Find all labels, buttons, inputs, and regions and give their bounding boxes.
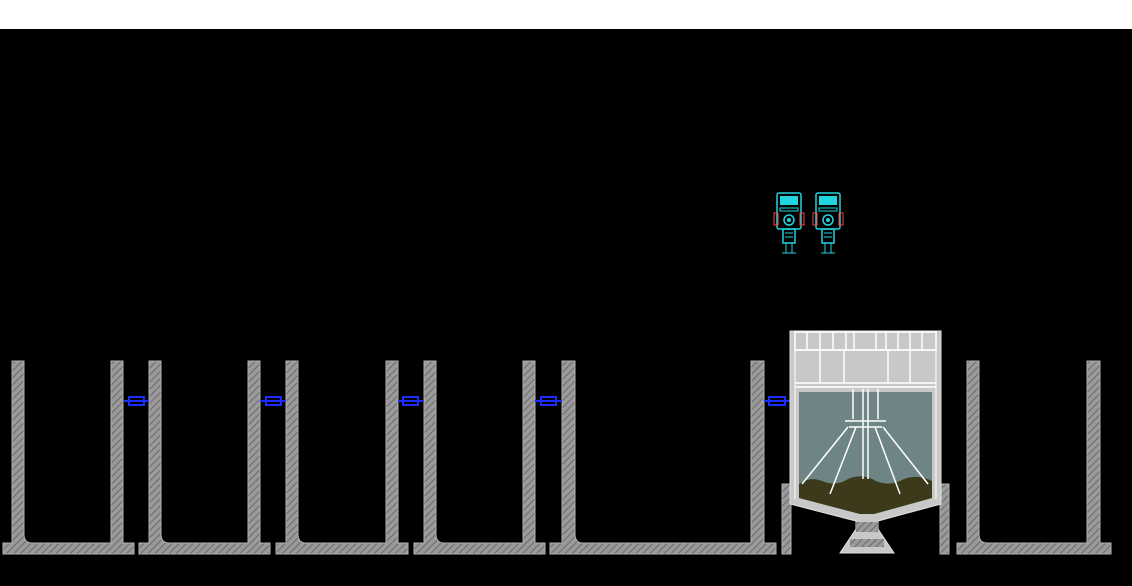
pipe-connector-5 — [764, 396, 792, 406]
pipe-connector-3 — [398, 396, 424, 406]
pipe-connector-2 — [260, 396, 286, 406]
instrument-2 — [812, 192, 844, 254]
tank-5-wall — [549, 360, 777, 555]
sludge-layer — [799, 476, 932, 514]
tank-1-wall — [2, 360, 135, 555]
pipe-connector-4 — [535, 396, 562, 406]
tank-4 — [413, 360, 546, 555]
tank-3 — [275, 360, 409, 555]
tank-2 — [138, 360, 271, 555]
pump-instrument-icon — [812, 192, 844, 254]
tank-7-wall — [956, 360, 1112, 555]
pipe-connector-1 — [124, 396, 149, 406]
tank-2-wall — [138, 360, 271, 555]
tank-7 — [956, 360, 1112, 555]
drawing-canvas — [0, 29, 1132, 586]
clarifier-frame — [794, 331, 937, 495]
process-diagram — [2, 192, 1112, 555]
pump-instrument-icon — [773, 192, 805, 254]
tank-4-wall — [413, 360, 546, 555]
instrument-1 — [773, 192, 805, 254]
clarifier-right-leg — [939, 483, 950, 555]
clarifier-base — [850, 539, 884, 547]
tank-5 — [549, 360, 777, 555]
tank-1 — [2, 360, 135, 555]
tank-3-wall — [275, 360, 409, 555]
clarifier-left-leg — [781, 483, 792, 555]
clarifier-tank — [781, 330, 950, 555]
